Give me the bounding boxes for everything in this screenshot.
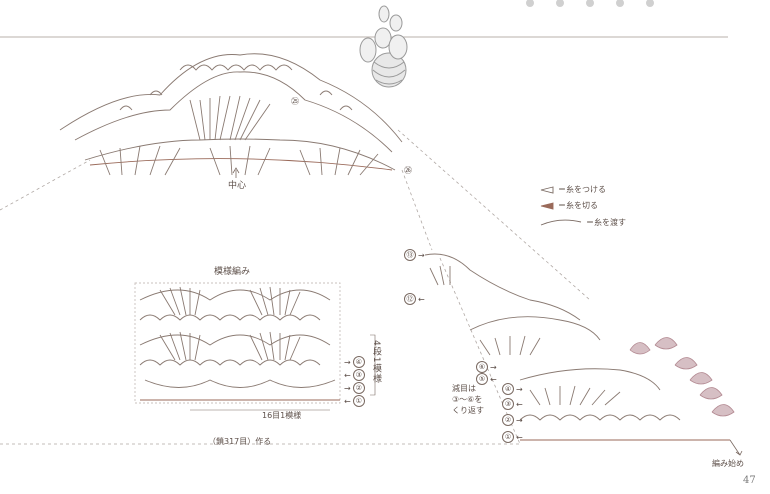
pattern-stitch-chart (134, 282, 376, 411)
top-shawl-chart (59, 53, 403, 176)
legend-carry: ＝糸を渡す (540, 216, 626, 228)
pattern-row-3: ←③ (344, 369, 365, 381)
center-label: 中心 (228, 181, 247, 191)
repeat-label: 16目1模様 (262, 411, 302, 420)
wing-row-4: ④→ (502, 383, 523, 395)
wing-row-3: ③← (502, 398, 523, 410)
decrease-note-line-1: 減目は (452, 384, 476, 393)
legend-attach: ＝糸をつける (540, 184, 606, 195)
wing-chart (424, 253, 730, 441)
carry-yarn-icon (540, 219, 582, 226)
wing-row-1: ①← (502, 431, 523, 443)
top-row-marker-26: ㉖ (404, 166, 412, 175)
decrease-note-line-3: くり返す (452, 406, 484, 415)
legend-carry-text: ＝糸を渡す (586, 217, 626, 227)
wing-row-2: ②→ (502, 414, 523, 426)
cut-yarn-icon (540, 201, 554, 210)
attach-yarn-icon (540, 185, 554, 194)
header-dots (526, 0, 654, 7)
wing-edge-mauve (629, 337, 735, 417)
start-label: 編み始め (712, 459, 744, 468)
yarn-ball-illustration (359, 5, 408, 88)
pattern-title: 模様編み (214, 267, 251, 277)
legend-attach-text: ＝糸をつける (558, 185, 606, 194)
wing-row-12: ⑫← (404, 293, 425, 305)
decrease-note: 減目は ③〜⑥を くり返す (452, 383, 484, 416)
page-number: 47 (743, 475, 756, 486)
wing-row-13: ⑬→ (404, 249, 425, 261)
decrease-note-line-2: ③〜⑥を (452, 395, 483, 404)
pattern-row-1: ←① (344, 395, 365, 407)
start-arrow (729, 439, 743, 456)
chain-label: （鎖317目）作る (208, 437, 272, 446)
rows-repeat-label: 4段1模様 (371, 340, 381, 384)
wing-row-5: ⑤← (476, 373, 497, 385)
guide-lines (0, 129, 591, 445)
pattern-row-4: →④ (344, 356, 365, 368)
top-row-marker-25: ㉕ (291, 97, 299, 106)
wing-row-6: ⑥→ (476, 361, 497, 373)
legend-cut-text: ＝糸を切る (558, 201, 598, 210)
legend-cut: ＝糸を切る (540, 200, 598, 211)
pattern-row-2: →② (344, 382, 365, 394)
